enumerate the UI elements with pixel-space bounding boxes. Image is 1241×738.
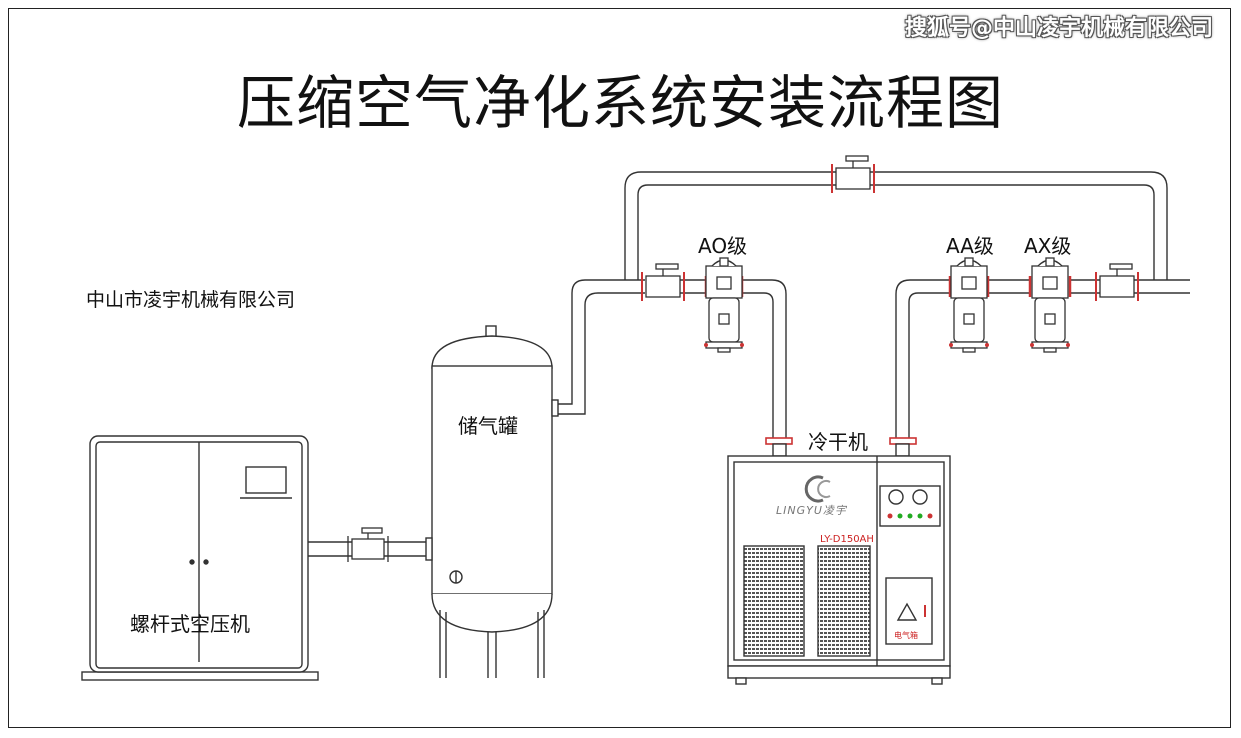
watermark: 搜狐号@中山凌宇机械有限公司 xyxy=(904,16,1213,41)
valve-outlet xyxy=(1095,263,1139,301)
dryer-brand: LINGYU凌宇 xyxy=(776,504,847,517)
label-dryer: 冷干机 xyxy=(808,430,868,454)
label-filter-ax: AX级 xyxy=(1024,234,1072,258)
pipe-bypass-top xyxy=(624,171,1168,280)
label-filter-ao: AO级 xyxy=(698,234,748,258)
dryer-model: LY-D150AH xyxy=(820,534,874,545)
filter-aa xyxy=(948,257,990,353)
air-tank xyxy=(425,325,559,678)
label-filter-aa: AA级 xyxy=(946,234,994,258)
label-air-tank: 储气罐 xyxy=(458,414,518,438)
valve-ao-inlet xyxy=(641,263,685,301)
screw-compressor xyxy=(81,435,319,681)
pipe-ao-to-dryer xyxy=(742,279,787,440)
valve-bypass xyxy=(831,155,875,193)
label-compressor: 螺杆式空压机 xyxy=(130,612,250,636)
refrigerated-dryer xyxy=(727,437,951,685)
diagram-title: 压缩空气净化系统安装流程图 xyxy=(236,69,1004,137)
filter-ax xyxy=(1028,257,1072,353)
filter-ao xyxy=(704,257,744,353)
valve-compressor-line xyxy=(347,527,389,562)
company-name: 中山市凌宇机械有限公司 xyxy=(86,289,296,311)
electric-box-label: 电气箱 xyxy=(894,631,918,640)
pipe-dryer-to-filters xyxy=(895,279,1190,440)
diagram-frame xyxy=(8,8,1231,728)
pipe-tank-to-ao xyxy=(552,279,706,415)
